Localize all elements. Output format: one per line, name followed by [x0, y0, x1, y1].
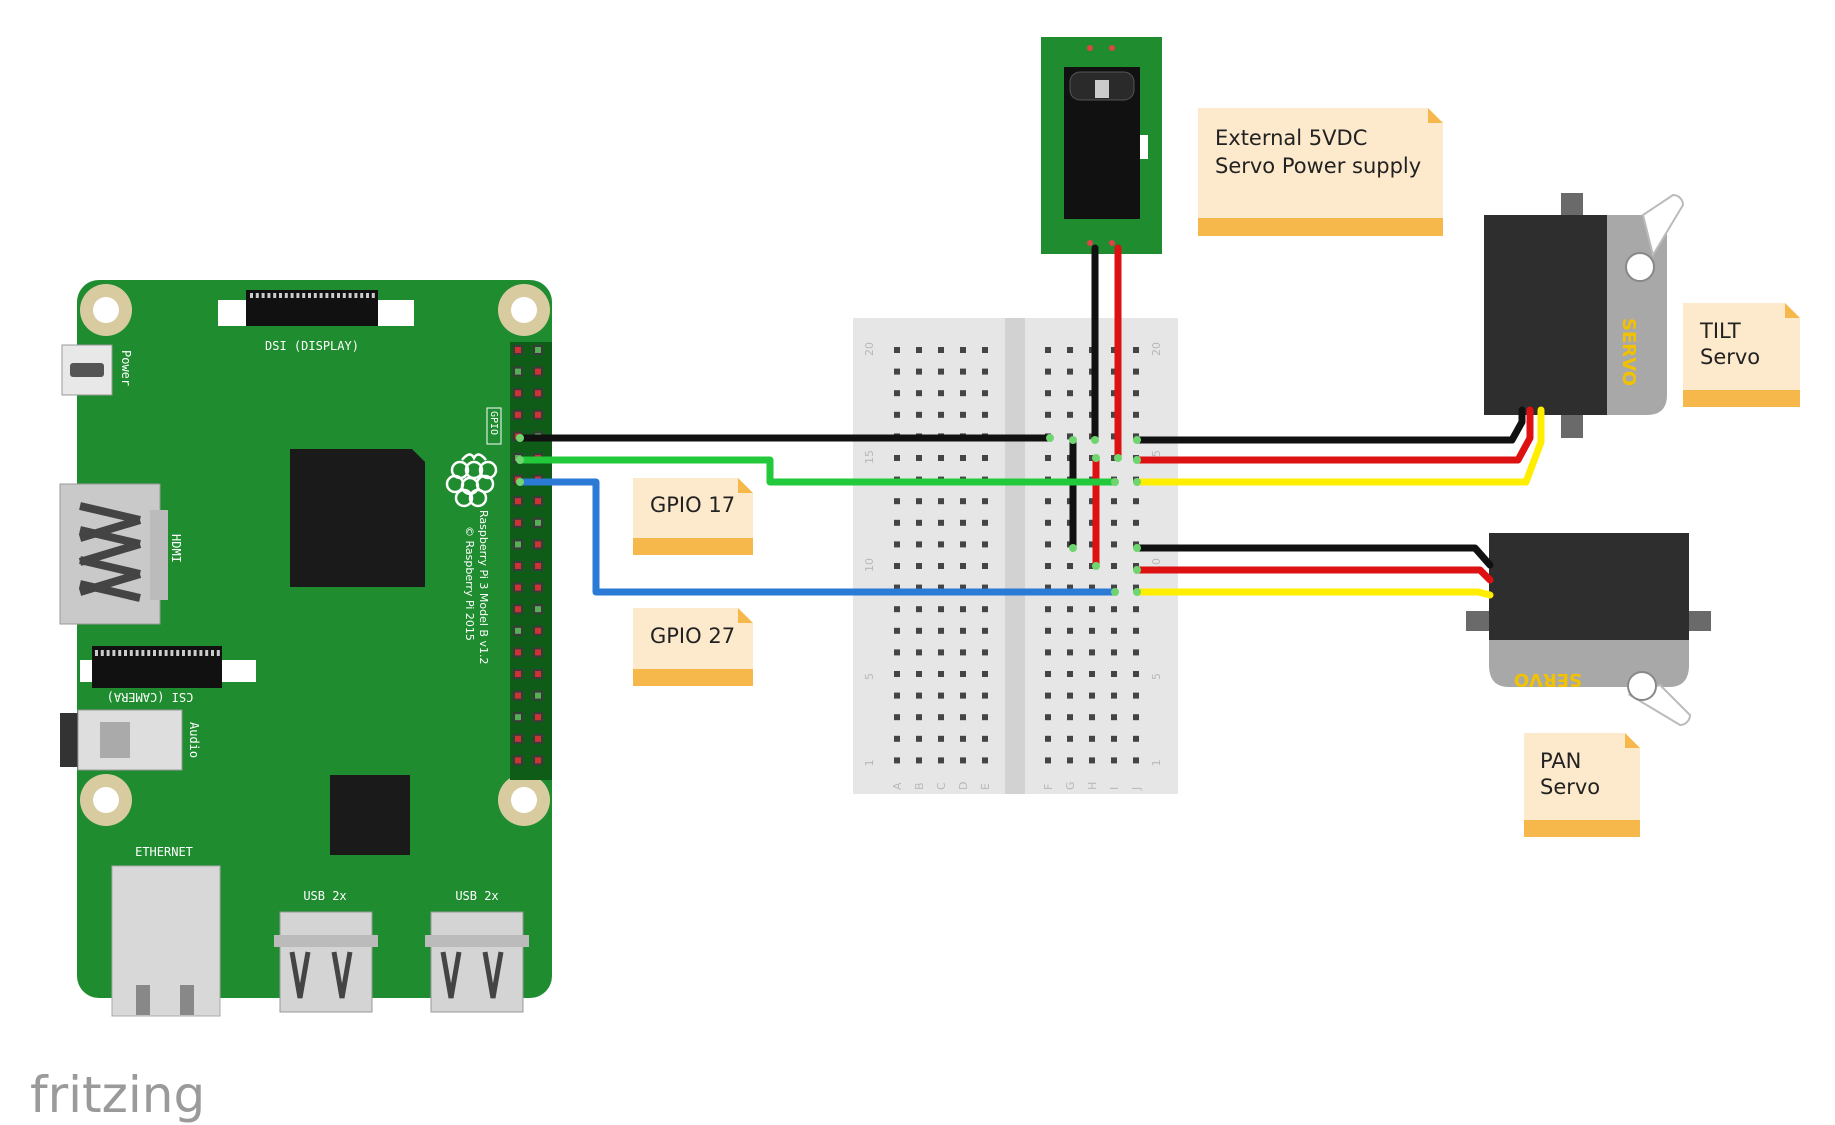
usb-controller-chip: [330, 775, 410, 855]
raspberry-pi-board: DSI (DISPLAY) Power HDMI CSI (CAMERA): [59, 280, 552, 1017]
gpio-label: GPIO: [488, 411, 499, 435]
breadboard-center-channel: [1005, 318, 1025, 794]
note-tilt-line1: TILT: [1699, 319, 1741, 343]
wire-endpoint-dot: [1092, 454, 1100, 462]
wire-endpoint-dot: [1133, 436, 1141, 444]
audio-label: Audio: [187, 722, 201, 758]
board-pcb: [77, 280, 552, 998]
breadboard-column-letter: H: [1086, 782, 1099, 790]
note-pan-line2: Servo: [1540, 775, 1600, 799]
pan-servo-body-label: SERVO: [1514, 669, 1582, 690]
mounting-holes: [80, 284, 550, 826]
ethernet-label: ETHERNET: [135, 845, 193, 859]
note-tilt-line2: Servo: [1700, 345, 1760, 369]
power-connector: Power: [61, 344, 133, 396]
breadboard-row-number: 15: [863, 450, 876, 464]
breadboard-column-letter: A: [891, 782, 904, 790]
usb1-label: USB 2x: [303, 889, 346, 903]
wire-tilt-power: [1133, 406, 1534, 464]
wire-endpoint-dot: [516, 434, 524, 442]
breadboard-column-letter: B: [913, 782, 926, 790]
breadboard-row-number: 1: [1150, 759, 1163, 766]
wire-endpoint-dot: [1133, 478, 1141, 486]
csi-label: CSI (CAMERA): [107, 690, 194, 704]
wire-endpoint-dot: [1133, 566, 1141, 574]
usb2-label: USB 2x: [455, 889, 498, 903]
breadboard-row-number: 20: [1150, 342, 1163, 356]
breadboard-column-letter: E: [979, 783, 992, 790]
gpio-header: GPIO: [486, 342, 552, 780]
power-label: Power: [119, 350, 133, 386]
breadboard-column-letter: D: [957, 782, 970, 790]
note-pan-line1: PAN: [1540, 749, 1581, 773]
note-gpio17: GPIO 17: [633, 478, 753, 555]
breadboard-column-letter: C: [935, 782, 948, 790]
wire-endpoint-dot: [1133, 456, 1141, 464]
hdmi-label: HDMI: [169, 534, 183, 563]
board-model-text: Raspberry Pi 3 Model B v1.2: [477, 510, 490, 664]
usb-port-2: USB 2x: [425, 889, 529, 1013]
wire-gpio17: [516, 456, 1119, 486]
raspberry-pi-logo-icon: [445, 453, 498, 508]
audio-jack: Audio: [60, 709, 201, 771]
dsi-connector: DSI (DISPLAY): [218, 290, 414, 353]
wire-pan-power: [1133, 566, 1494, 584]
breadboard-row-number: 10: [863, 558, 876, 572]
breadboard-column-letter: G: [1064, 781, 1077, 790]
usb-port-1: USB 2x: [274, 889, 378, 1013]
tilt-servo-body-label: SERVO: [1618, 318, 1639, 386]
wires: [516, 244, 1545, 599]
wire-endpoint-dot: [516, 478, 524, 486]
wire-endpoint-dot: [1111, 478, 1119, 486]
soc-chip: [290, 449, 425, 587]
power-jack-module: [1041, 37, 1162, 254]
ethernet-port: ETHERNET: [111, 845, 221, 1017]
wire-tilt-signal: [1133, 406, 1545, 486]
note-power-line2: Servo Power supply: [1215, 154, 1421, 178]
breadboard-row-number: 5: [863, 673, 876, 680]
wire-pan-ground: [1133, 544, 1494, 569]
wire-endpoint-dot: [1069, 436, 1077, 444]
board-copyright-text: © Raspberry Pi 2015: [463, 526, 476, 641]
wire-endpoint-dot: [1069, 544, 1077, 552]
wire-tilt-ground: [1133, 406, 1526, 444]
breadboard-column-letter: F: [1042, 784, 1055, 790]
wire-endpoints: [516, 434, 1141, 596]
wire-endpoint-dot: [516, 456, 524, 464]
tilt-servo: SERVO: [1484, 193, 1685, 438]
wire-endpoint-dot: [1133, 588, 1141, 596]
fritzing-logo: fritzing: [30, 1066, 205, 1124]
breadboard-row-number: 20: [863, 342, 876, 356]
breadboard-column-letter: I: [1108, 787, 1121, 790]
wire-pan-signal: [1133, 588, 1494, 599]
breadboard-row-number: 5: [1150, 673, 1163, 680]
breadboard-column-letter: J: [1130, 787, 1143, 791]
breadboard-row-number: 1: [863, 759, 876, 766]
note-power: External 5VDC Servo Power supply: [1198, 108, 1443, 236]
wire-endpoint-dot: [1046, 434, 1054, 442]
note-gpio17-text: GPIO 17: [650, 493, 735, 517]
wire-gpio27: [516, 478, 1119, 596]
hdmi-connector: HDMI: [59, 483, 183, 625]
note-gpio27: GPIO 27: [633, 608, 753, 686]
dsi-label: DSI (DISPLAY): [265, 339, 359, 353]
csi-connector: CSI (CAMERA): [80, 646, 256, 704]
wire-endpoint-dot: [1091, 436, 1099, 444]
wire-endpoint-dot: [1133, 544, 1141, 552]
wire-endpoint-dot: [1114, 454, 1122, 462]
pan-servo: SERVO: [1466, 533, 1711, 727]
wire-endpoint-dot: [1111, 588, 1119, 596]
wire-endpoint-dot: [1092, 562, 1100, 570]
note-gpio27-text: GPIO 27: [650, 624, 735, 648]
note-power-line1: External 5VDC: [1215, 126, 1367, 150]
